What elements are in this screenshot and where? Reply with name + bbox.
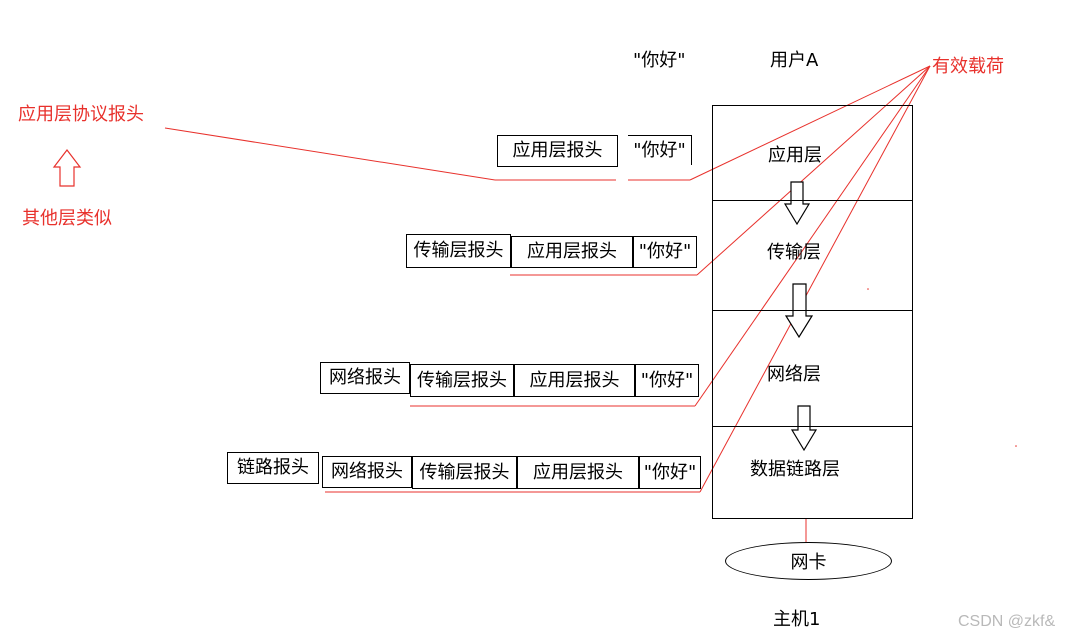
packet-network-transport-header: 传输层报头 xyxy=(410,364,514,397)
layer-application: 应用层 xyxy=(768,145,822,166)
app-header-annotation: 应用层协议报头 xyxy=(18,104,144,125)
layer-transport: 传输层 xyxy=(767,242,821,263)
other-layers-annotation: 其他层类似 xyxy=(22,208,112,229)
up-arrow-icon xyxy=(52,149,82,187)
stray-dot-2 xyxy=(1015,445,1017,447)
user-label: 用户A xyxy=(770,50,819,71)
protocol-stack xyxy=(712,105,913,519)
payload-line-network xyxy=(694,65,931,407)
layer-network: 网络层 xyxy=(767,364,821,385)
payload-annotation: 有效载荷 xyxy=(932,56,1004,77)
packet-link-app-header: 应用层报头 xyxy=(517,456,639,489)
packet-transport-header: 传输层报头 xyxy=(406,234,511,268)
app-header-pointer-line xyxy=(164,127,496,181)
payload-line-app xyxy=(689,65,931,181)
packet-app-payload: "你好" xyxy=(628,135,692,165)
layer-divider xyxy=(713,200,912,201)
packet-transport-app-header: 应用层报头 xyxy=(511,236,633,268)
network-card-label: 网卡 xyxy=(790,552,827,573)
packet-link-transport-header: 传输层报头 xyxy=(412,456,517,489)
layer-divider xyxy=(713,310,912,311)
payload-line-transport xyxy=(696,65,931,276)
host-label: 主机1 xyxy=(773,609,821,630)
stray-dot-1 xyxy=(867,288,869,290)
packet-app-header: 应用层报头 xyxy=(497,135,618,167)
watermark: CSDN @zkf& xyxy=(958,613,1056,630)
packet-network-payload: "你好" xyxy=(635,364,699,397)
packet-link-header: 链路报头 xyxy=(227,452,319,484)
down-arrow-icon-1 xyxy=(783,181,811,226)
payload-line-link xyxy=(699,65,931,493)
packet-network-app-header: 应用层报头 xyxy=(514,364,635,397)
down-arrow-icon-3 xyxy=(790,405,818,452)
layer-datalink: 数据链路层 xyxy=(750,459,840,480)
packet-network-header: 网络报头 xyxy=(320,362,410,394)
packet-transport-payload: "你好" xyxy=(633,236,697,268)
packet-link-payload: "你好" xyxy=(639,456,701,489)
layer-divider xyxy=(713,426,912,427)
network-card: 网卡 xyxy=(725,542,892,580)
greeting-label: "你好" xyxy=(633,50,686,71)
packet-link-network-header: 网络报头 xyxy=(322,456,412,488)
